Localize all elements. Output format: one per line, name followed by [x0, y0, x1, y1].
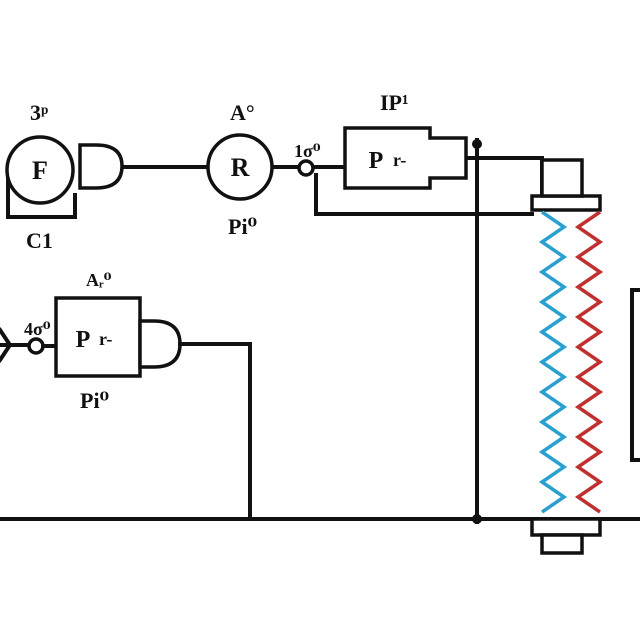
node-middle: [27, 337, 45, 355]
r-top-label: A°: [230, 100, 255, 125]
middle-top-label: Aᵣ⁰: [86, 270, 112, 290]
middle-box: [54, 296, 142, 378]
heater-top-cap: [530, 194, 602, 212]
middle-node-label: 4σ⁰: [24, 319, 51, 339]
top-box-tail: r-: [393, 150, 406, 170]
middle-row: P r-: [0, 296, 252, 521]
bus-node-top: [472, 139, 482, 149]
heater-component: [530, 158, 604, 555]
top-box-text: P: [369, 148, 384, 174]
top-box-label: IP¹: [380, 90, 409, 115]
heater-bottom-cap: [530, 517, 602, 537]
f-circle: [5, 135, 75, 205]
r-bottom-label: Pi⁰: [228, 214, 258, 239]
coil-red: [574, 210, 604, 514]
node-top-label: 1σ⁰: [294, 141, 321, 161]
f-top-label: 3ᵖ: [30, 100, 48, 125]
node-top: [297, 159, 315, 177]
and-gate-top: [78, 143, 124, 190]
f-bottom-label: C1: [26, 228, 53, 253]
r-circle: [206, 133, 274, 201]
top-box: P r-: [343, 126, 468, 190]
middle-box-tail: r-: [99, 329, 112, 349]
r-circle-label: R: [231, 153, 250, 182]
heater-top-plug: [540, 158, 584, 198]
f-circle-label: F: [32, 156, 48, 185]
and-gate-middle: [138, 319, 182, 369]
f-element: F: [5, 135, 77, 219]
heater-bottom-plug: [540, 533, 584, 555]
coil-blue: [538, 210, 568, 514]
middle-box-text: P: [76, 327, 91, 353]
middle-bottom-label: Pi⁰: [80, 388, 110, 413]
right-edge-element: [630, 288, 640, 462]
